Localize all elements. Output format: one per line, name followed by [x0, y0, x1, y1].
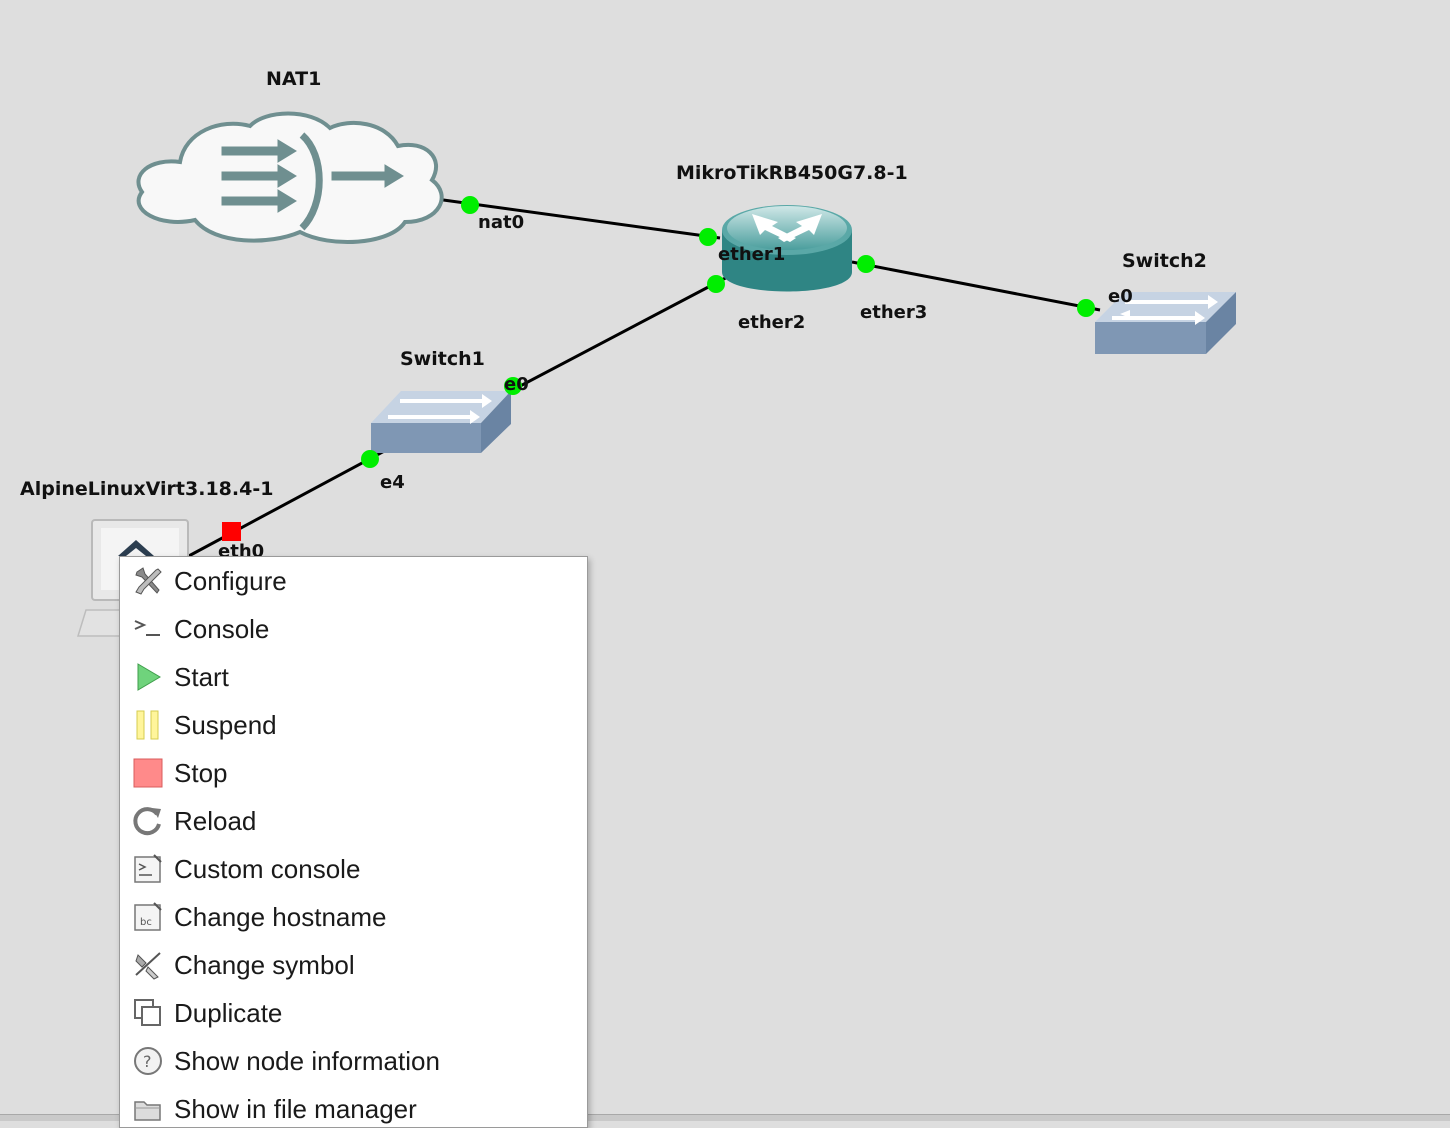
port-status-up — [1077, 299, 1095, 317]
symbol-icon — [135, 952, 161, 980]
menu-item-reload[interactable]: Reload — [120, 797, 587, 845]
port-label-ether3: ether3 — [860, 302, 928, 323]
port-status-up — [699, 228, 717, 246]
bottom-status-bar — [0, 1114, 1450, 1121]
node-context-menu: Configure Console Start Suspend Stop Rel… — [119, 556, 588, 1128]
router-icon[interactable] — [722, 205, 852, 292]
menu-item-label: Show in file manager — [174, 1094, 417, 1124]
link-switch1-alpine[interactable] — [184, 446, 391, 560]
port-status-up — [707, 275, 725, 293]
menu-item-label: Duplicate — [174, 998, 283, 1028]
menu-item-show-in-file-manager[interactable]: Show in file manager — [120, 1085, 587, 1127]
port-label-nat0: nat0 — [478, 212, 525, 233]
port-label-switch1-e0: e0 — [504, 374, 529, 395]
stop-icon — [133, 758, 163, 788]
menu-item-label: Console — [174, 614, 270, 644]
duplicate-icon — [134, 999, 161, 1026]
node-label-switch1[interactable]: Switch1 — [400, 348, 485, 370]
menu-item-label: Custom console — [174, 854, 361, 884]
menu-item-stop[interactable]: Stop — [120, 749, 587, 797]
terminal-icon — [134, 620, 160, 636]
info-icon: ? — [134, 1047, 162, 1075]
menu-item-label: Stop — [174, 758, 228, 788]
port-label-switch2-e0: e0 — [1108, 286, 1133, 307]
menu-item-custom-console[interactable]: Custom console — [120, 845, 587, 893]
link-router-switch2[interactable] — [851, 260, 1101, 312]
menu-item-suspend[interactable]: Suspend — [120, 701, 587, 749]
switch-icon[interactable] — [1095, 292, 1236, 354]
menu-item-label: Reload — [174, 806, 257, 836]
menu-item-label: Start — [174, 662, 229, 692]
nat-cloud-icon[interactable] — [136, 111, 444, 245]
port-label-ether1: ether1 — [718, 244, 786, 265]
port-status-up — [461, 196, 479, 214]
menu-item-label: Suspend — [174, 710, 277, 740]
port-label-ether2: ether2 — [738, 312, 806, 333]
link-nat1-router[interactable] — [435, 197, 721, 240]
reload-icon — [133, 807, 161, 836]
wrench-screwdriver-icon — [135, 567, 162, 595]
link-router-switch1[interactable] — [504, 271, 736, 396]
node-label-alpine[interactable]: AlpineLinuxVirt3.18.4-1 — [20, 478, 274, 500]
menu-item-configure[interactable]: Configure — [120, 557, 587, 605]
menu-item-change-symbol[interactable]: Change symbol — [120, 941, 587, 989]
port-status-down — [222, 522, 241, 541]
menu-item-start[interactable]: Start — [120, 653, 587, 701]
node-label-switch2[interactable]: Switch2 — [1122, 250, 1207, 272]
port-label-switch1-e4: e4 — [380, 472, 405, 493]
svg-text:bc: bc — [140, 917, 152, 928]
menu-item-label: Change symbol — [174, 950, 355, 980]
node-label-nat1[interactable]: NAT1 — [266, 68, 322, 90]
menu-item-console[interactable]: Console — [120, 605, 587, 653]
menu-item-change-hostname[interactable]: bc Change hostname — [120, 893, 587, 941]
switch-icon[interactable] — [371, 391, 511, 453]
svg-text:?: ? — [143, 1052, 152, 1071]
menu-item-label: Configure — [174, 566, 287, 596]
hostname-icon: bc — [134, 902, 162, 931]
folder-icon — [134, 1101, 161, 1121]
menu-item-label: Show node information — [174, 1046, 440, 1076]
menu-item-show-node-information[interactable]: ? Show node information — [120, 1037, 587, 1085]
node-label-router[interactable]: MikroTikRB450G7.8-1 — [676, 162, 908, 184]
custom-console-icon — [134, 854, 162, 883]
port-status-up — [857, 255, 875, 273]
play-icon — [137, 663, 161, 691]
pause-icon — [136, 710, 159, 740]
port-status-up — [504, 377, 522, 395]
menu-item-label: Change hostname — [174, 902, 387, 932]
port-status-up — [361, 450, 379, 468]
menu-item-duplicate[interactable]: Duplicate — [120, 989, 587, 1037]
